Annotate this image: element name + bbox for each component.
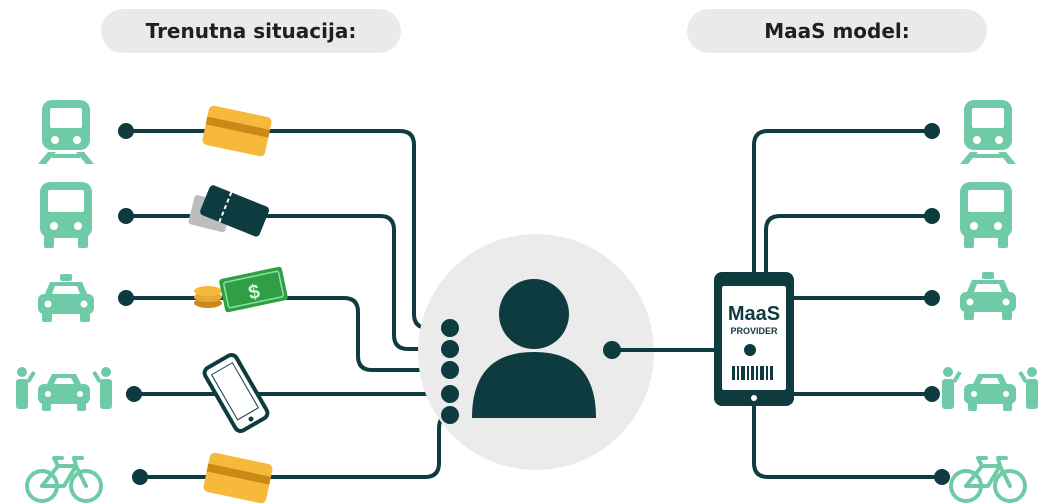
smartphone-icon [202,353,270,433]
taxi-dot [118,290,134,306]
credit-card-icon [201,104,273,158]
train-dot [118,123,134,139]
maas-model-label: MaaS model: [764,19,910,43]
bus-connection [126,214,450,351]
ticket-icon [188,185,270,237]
carsharing-icon [940,365,1040,413]
train-icon [38,100,94,164]
bike-connection [138,413,451,479]
left-connections [126,129,451,479]
bus-dot [118,208,134,224]
credit-card-icon [202,451,274,504]
bike-icon [25,456,103,503]
current-situation-heading: Trenutna situacija: [101,9,401,53]
user-right-dot [603,341,621,359]
train-icon [960,100,1016,164]
carsharing-dot [126,386,142,402]
provider-text: PROVIDER [730,326,778,336]
maas-brand-text: MaaS [728,303,780,325]
barcode-icon [732,366,773,380]
bus-icon [40,182,92,248]
carsharing-icon [14,365,114,413]
maas-provider-phone: MaaS PROVIDER [714,272,794,406]
right-connections [752,129,942,479]
cash-icon: $ [194,266,288,313]
dollar-sign: $ [246,281,261,305]
taxi-icon [960,272,1016,320]
maas-model-heading: MaaS model: [687,9,987,53]
taxi-connection [126,296,450,372]
bus-icon [960,182,1012,248]
bike-dot [132,469,148,485]
left-start-dots [118,123,148,485]
taxi-icon [38,274,94,322]
right-end-dots [924,123,950,485]
current-situation-label: Trenutna situacija: [145,19,357,43]
bike-icon [949,456,1027,503]
user-input-dots [441,319,459,424]
user-icon [472,279,596,418]
